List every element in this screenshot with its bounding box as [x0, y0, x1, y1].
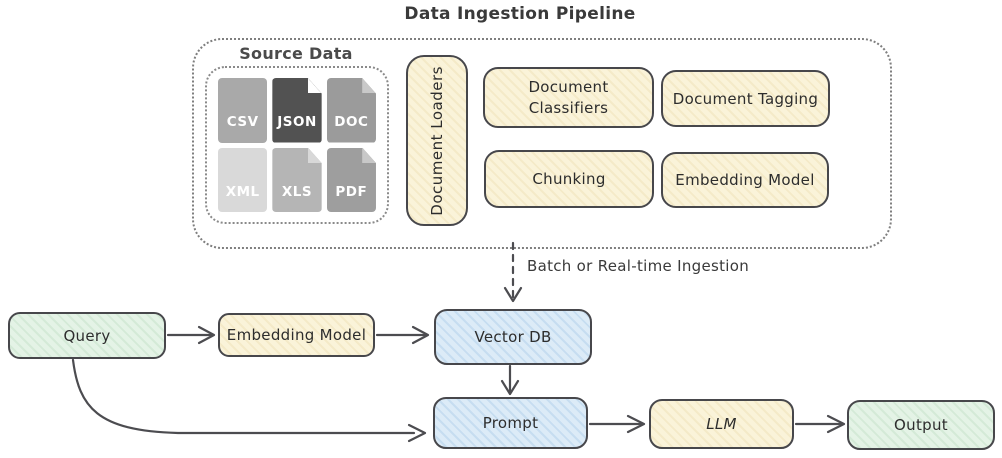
doc-file-icon: DOC	[326, 78, 376, 143]
document-tagging-label: Document Tagging	[672, 89, 819, 108]
embedding-model-stage-label: Embedding Model	[675, 171, 815, 189]
source-data-label: Source Data	[239, 44, 353, 63]
arrow-query-prompt	[71, 358, 416, 435]
embedding-model-label: Embedding Model	[226, 326, 367, 344]
data-ingestion-pipeline-container	[192, 38, 892, 249]
ingestion-arrow-label: Batch or Real-time Ingestion	[527, 257, 750, 275]
xml-file-icon: XML	[218, 147, 268, 212]
arrowhead-embedding-vectordb	[411, 325, 430, 345]
doc-file-fold	[362, 78, 376, 94]
chunking-node: Chunking	[484, 150, 654, 208]
json-file-icon: JSON	[272, 78, 322, 143]
prompt-node: Prompt	[433, 397, 588, 449]
xls-file-fold	[307, 147, 322, 163]
xls-file-label: XLS	[281, 183, 313, 200]
document-classifiers-label: Document Classifiers	[528, 78, 609, 117]
query-label: Query	[63, 326, 111, 345]
csv-file-label: CSV	[226, 114, 259, 130]
xml-file-label: XML	[225, 183, 260, 200]
document-tagging-node: Document Tagging	[661, 70, 830, 127]
arrowhead-query-prompt	[407, 423, 427, 443]
output-node: Output	[847, 400, 995, 450]
diagram-title: Data Ingestion Pipeline	[404, 4, 636, 24]
pdf-file-fold	[362, 147, 376, 163]
document-classifiers-node: Document Classifiers	[483, 67, 654, 128]
arrowhead-ingestion	[503, 286, 523, 303]
csv-file-icon: CSV	[218, 78, 268, 143]
pdf-file-icon: PDF	[326, 147, 376, 212]
prompt-label: Prompt	[482, 414, 539, 432]
embedding-model-node: Embedding Model	[218, 313, 375, 357]
llm-node: LLM	[649, 399, 794, 449]
vector-db-node: Vector DB	[434, 309, 592, 365]
source-data-box: CSV JSON DOC XML XLS PDF	[205, 66, 389, 224]
output-label: Output	[894, 416, 948, 434]
arrowhead-vectordb-prompt	[500, 379, 520, 396]
vector-db-label: Vector DB	[474, 328, 552, 346]
document-loaders-label: Document Loaders	[428, 65, 446, 216]
arrowhead-llm-output	[826, 414, 846, 434]
arrowhead-query-embedding	[197, 325, 216, 345]
arrowhead-prompt-llm	[626, 414, 646, 434]
llm-label: LLM	[706, 415, 737, 433]
pdf-file-label: PDF	[335, 183, 368, 200]
xls-file-icon: XLS	[272, 147, 322, 212]
json-file-fold	[307, 78, 322, 94]
embedding-model-stage-node: Embedding Model	[661, 152, 829, 208]
json-file-label: JSON	[277, 114, 317, 130]
query-node: Query	[8, 312, 166, 359]
chunking-label: Chunking	[532, 170, 606, 188]
document-loaders-node: Document Loaders	[406, 55, 468, 226]
doc-file-label: DOC	[334, 114, 369, 130]
